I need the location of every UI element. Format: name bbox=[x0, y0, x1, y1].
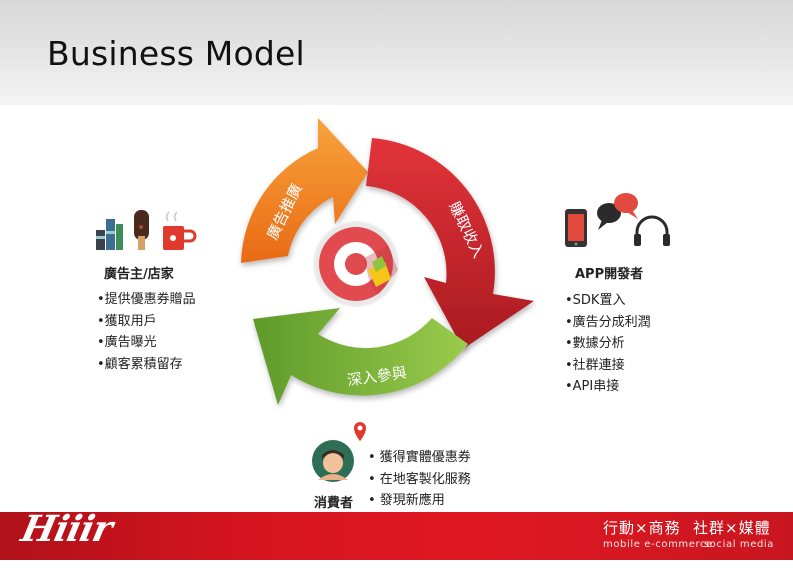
list-item: •廣告曝光 bbox=[97, 335, 157, 350]
map-pin-icon bbox=[354, 422, 366, 441]
arrow-engage bbox=[253, 308, 468, 405]
consumer-title: 消費者 bbox=[314, 496, 354, 511]
developer-title: APP開發者 bbox=[575, 267, 644, 282]
tagline-right: 社群×媒體 bbox=[693, 519, 771, 537]
advertiser-list: •提供優惠券贈品 •獲取用戶 •廣告曝光 •顧客累積留存 bbox=[97, 289, 196, 375]
arrow-revenue bbox=[366, 138, 534, 349]
ice-cream-icon bbox=[134, 210, 149, 250]
tagline-left: 行動×商務 bbox=[603, 519, 681, 537]
advertiser-title: 廣告主/店家 bbox=[104, 267, 174, 282]
cycle-diagram: 廣告推廣 賺取收入 深入參與 bbox=[96, 118, 670, 482]
developer-list: •SDK置入 •廣告分成利潤 •數據分析 •社群連接 •API串接 bbox=[565, 290, 651, 398]
list-item: •顧客累積留存 bbox=[97, 356, 183, 372]
list-item: •獲取用戶 bbox=[97, 313, 157, 329]
slide-title: Business Model bbox=[47, 34, 305, 73]
list-item: •SDK置入 bbox=[565, 293, 626, 308]
coffee-cup-icon bbox=[163, 211, 197, 250]
list-item: •廣告分成利潤 bbox=[565, 314, 651, 330]
list-item: •提供優惠券贈品 bbox=[97, 292, 196, 307]
footer-bottom-strip bbox=[0, 560, 793, 571]
chat-bubbles-icon bbox=[597, 193, 638, 230]
list-item: • 獲得實體優惠券 bbox=[368, 450, 471, 465]
list-item: •數據分析 bbox=[565, 336, 625, 351]
headphones-icon bbox=[634, 215, 670, 246]
consumer-list: • 獲得實體優惠券 • 在地客製化服務 • 發現新應用 bbox=[368, 447, 471, 512]
arrow-promote bbox=[241, 118, 368, 263]
list-item: •社群連接 bbox=[565, 357, 625, 373]
books-icon bbox=[96, 219, 123, 250]
q-logo-icon bbox=[313, 221, 399, 307]
smartphone-icon bbox=[565, 209, 587, 247]
header-band bbox=[0, 0, 793, 105]
tagline-right-sub: social media bbox=[704, 539, 775, 550]
list-item: • 發現新應用 bbox=[368, 493, 445, 508]
list-item: • 在地客製化服務 bbox=[368, 471, 471, 487]
list-item: •API串接 bbox=[565, 379, 620, 394]
tagline-left-sub: mobile e-commerce bbox=[603, 539, 713, 550]
person-avatar-icon bbox=[312, 440, 354, 482]
brand-logo: Hiiir bbox=[17, 508, 116, 550]
